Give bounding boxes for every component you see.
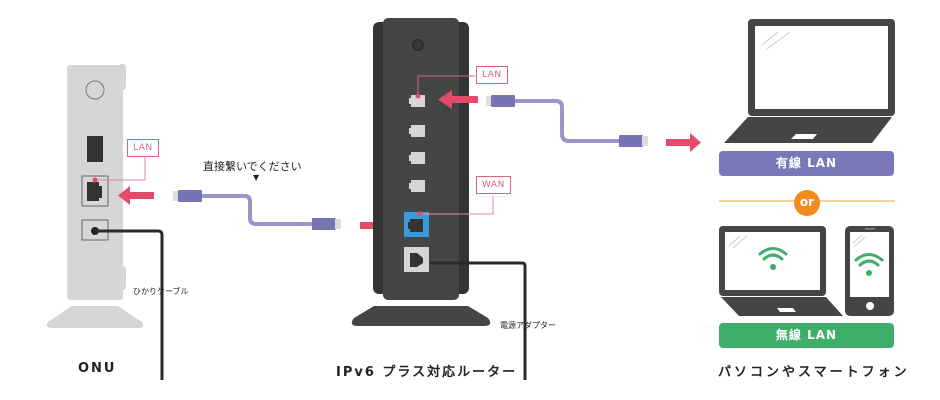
router-lan-ports — [409, 95, 425, 192]
router-lan-tag: LAN — [476, 66, 508, 84]
power-adapter-label: 電源アダプター — [500, 321, 556, 330]
onu-lan-tag-dot — [92, 177, 98, 183]
arrow-into-onu — [118, 186, 154, 205]
router-wan-port — [408, 219, 423, 232]
onu-title: ONU — [78, 361, 117, 376]
onu-power-indicator — [85, 80, 105, 100]
arrow-into-router-lan — [438, 90, 478, 109]
wireless-lan-badge: 無線 LAN — [719, 323, 894, 348]
wired-laptop-icon — [724, 19, 895, 143]
onu-lan-port-frame — [81, 175, 109, 207]
wireless-laptop-icon — [719, 226, 843, 316]
cable-router-pc — [486, 95, 648, 147]
cable-onu-router — [173, 190, 341, 230]
router-device — [351, 18, 491, 326]
router-title: IPv6 プラス対応ルーター — [336, 365, 518, 380]
wifi-icon-phone — [854, 253, 884, 276]
router-power-button — [412, 39, 424, 51]
pointer-down-icon: ▼ — [253, 173, 260, 182]
power-cable — [430, 261, 527, 380]
fiber-cable — [95, 229, 164, 380]
fiber-cable-label: ひかりケーブル — [133, 287, 189, 296]
onu-port-dark — [87, 136, 103, 162]
devices-title: パソコンやスマートフォン — [718, 365, 910, 380]
router-power-port — [410, 253, 423, 267]
arrow-to-pc — [666, 133, 701, 152]
onu-stand — [46, 306, 144, 328]
direct-connect-instruction: 直接繋いでください — [203, 160, 302, 173]
onu-lan-tag-leader — [95, 150, 146, 181]
or-badge: or — [794, 190, 820, 216]
router-wan-tag-dot — [417, 211, 423, 217]
router-lan-tag-leader — [417, 75, 475, 97]
router-wan-tag: WAN — [476, 176, 511, 194]
router-lan-port-1 — [409, 95, 425, 107]
router-lan-tag-dot — [415, 93, 421, 99]
wired-lan-badge: 有線 LAN — [719, 151, 894, 176]
router-lan-port-2 — [409, 125, 425, 137]
router-stand — [351, 306, 491, 326]
onu-lan-tag: LAN — [127, 139, 159, 157]
router-wan-tag-leader — [420, 196, 494, 215]
router-lan-port-4 — [409, 180, 425, 192]
onu-lan-port — [87, 182, 102, 201]
wifi-icon-laptop — [758, 247, 788, 270]
router-lan-port-3 — [409, 152, 425, 164]
